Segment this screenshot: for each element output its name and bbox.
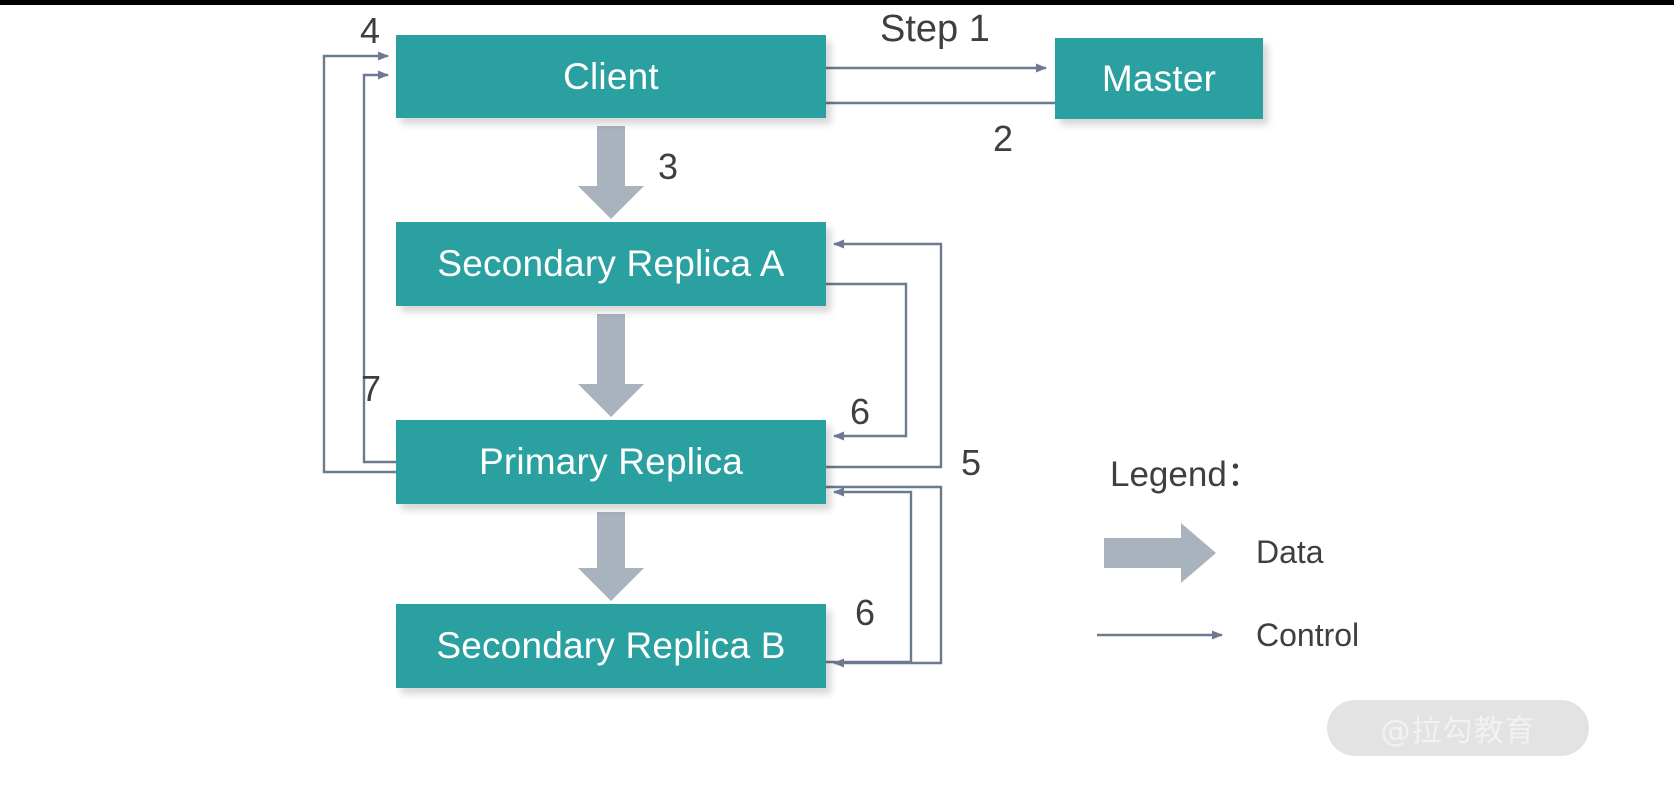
node-secondary-replica-b-label: Secondary Replica B xyxy=(436,625,786,666)
node-master[interactable]: Master xyxy=(1055,38,1263,119)
watermark-badge: @拉勾教育 xyxy=(1327,700,1589,756)
step-label-7: 7 xyxy=(361,368,382,409)
node-primary-replica[interactable]: Primary Replica xyxy=(396,420,826,504)
step-label-3: 3 xyxy=(658,146,679,187)
legend-title: Legend： xyxy=(1110,455,1262,494)
node-primary-replica-label: Primary Replica xyxy=(478,441,744,482)
control-arrow-step-5-to-secondary-a xyxy=(826,239,943,469)
node-master-label: Master xyxy=(1101,57,1217,99)
watermark-text: @拉勾教育 xyxy=(1380,714,1536,749)
legend-item-control-label: Control xyxy=(1256,617,1360,653)
data-arrow-client-to-secondary-a xyxy=(578,126,644,219)
step-label-2: 2 xyxy=(993,118,1014,159)
step-label-1: Step 1 xyxy=(880,8,990,50)
node-secondary-replica-a[interactable]: Secondary Replica A xyxy=(396,222,826,306)
data-arrow-primary-to-secondary-b xyxy=(578,512,644,601)
top-black-bar xyxy=(0,0,1674,5)
node-client-label: Client xyxy=(563,55,659,97)
control-arrow-step-6-from-secondary-b xyxy=(826,487,913,664)
node-secondary-replica-b[interactable]: Secondary Replica B xyxy=(396,604,826,688)
step-label-6-lower: 6 xyxy=(855,592,876,633)
legend-data-symbol xyxy=(1104,523,1216,583)
legend-item-data-label: Data xyxy=(1256,534,1324,570)
step-label-6-upper: 6 xyxy=(850,391,871,432)
control-arrow-step-6-from-secondary-a xyxy=(826,282,908,441)
control-arrow-step-5-to-secondary-b xyxy=(826,485,943,668)
node-client[interactable]: Client xyxy=(396,35,826,118)
step-label-4: 4 xyxy=(360,10,381,51)
step-label-5: 5 xyxy=(961,442,982,483)
data-arrow-secondary-a-to-primary xyxy=(578,314,644,417)
node-secondary-replica-a-label: Secondary Replica A xyxy=(437,243,785,284)
